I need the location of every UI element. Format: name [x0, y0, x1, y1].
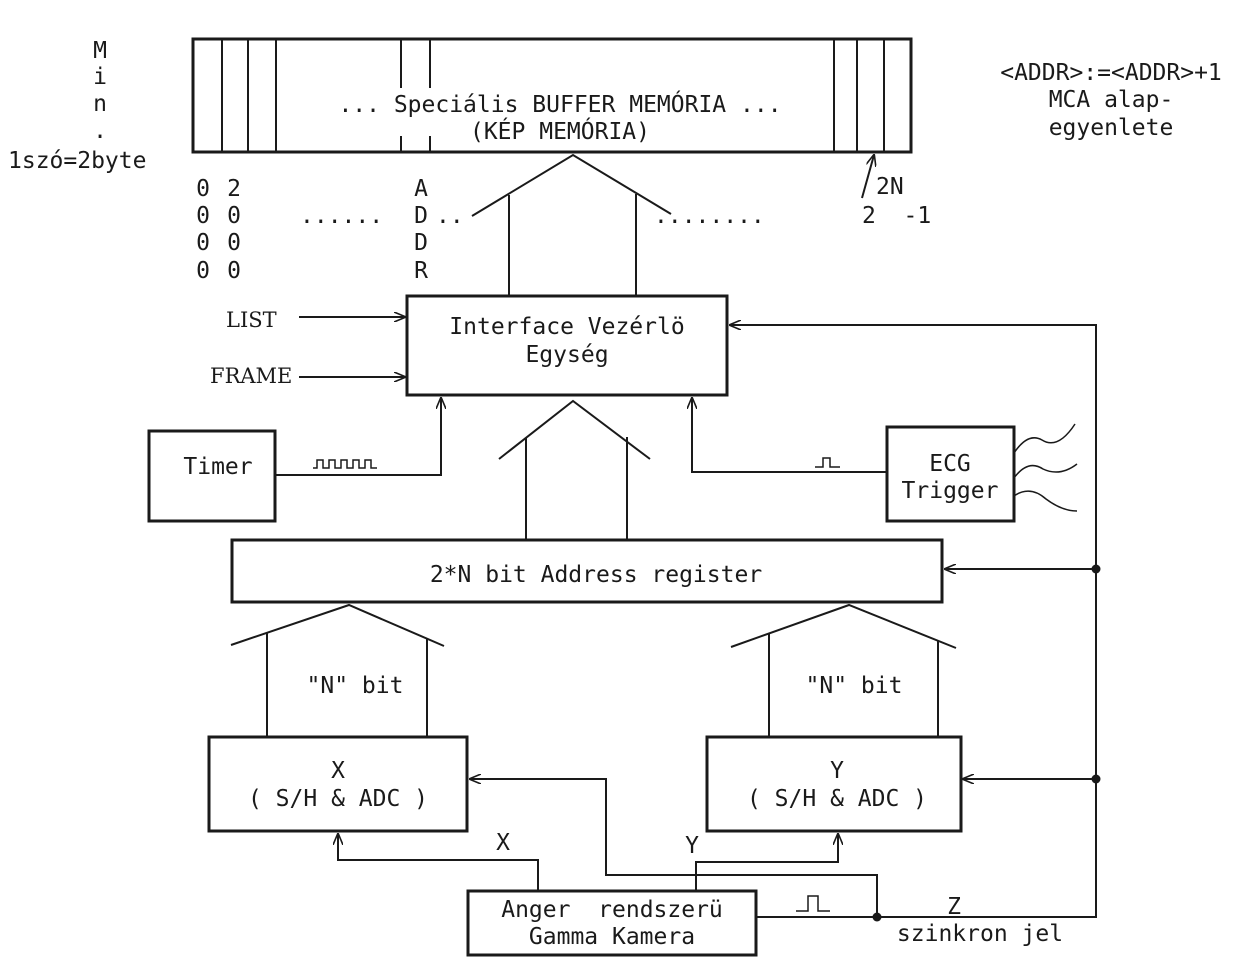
- address-register: 2*N bit Address register: [230, 538, 944, 604]
- n-bit-label: "N" bit: [806, 673, 903, 699]
- bus-x-to-register: "N" bit: [230, 603, 445, 737]
- mca-equation: <ADDR>:=<ADDR>+1 MCA alap- egyenlete: [1000, 60, 1222, 141]
- addr-digit: 0: [196, 258, 210, 284]
- addr-letter: A: [414, 176, 428, 202]
- timer-label: Timer: [183, 454, 252, 480]
- addr-dots-mid: ..: [436, 203, 464, 229]
- addr-digit: 0: [227, 258, 241, 284]
- list-input-label: LIST: [226, 308, 277, 332]
- x-signal-line: [338, 834, 539, 891]
- interface-subtitle: Egység: [525, 342, 608, 368]
- bus-y-to-register: "N" bit: [730, 603, 957, 737]
- bus-register-to-interface: [498, 399, 651, 540]
- y-adc-title: Y: [830, 758, 844, 784]
- y-signal-label: Y: [685, 833, 699, 859]
- camera-title: Anger rendszerü: [501, 897, 723, 923]
- clock-pulse-icon: [313, 459, 377, 469]
- ecg-line: [692, 398, 887, 473]
- interface-unit: Interface Vezérlö Egység: [405, 294, 729, 397]
- y-signal-line: [695, 834, 838, 891]
- equation-line: <ADDR>:=<ADDR>+1: [1000, 60, 1222, 86]
- addr-end-exponent: 2N: [876, 174, 904, 200]
- ecg-electrode-wire: [1013, 463, 1078, 479]
- addr-digit: 0: [227, 203, 241, 229]
- addr-digit: 2: [227, 176, 241, 202]
- z-sync-signal: Z szinkron jel: [470, 325, 1101, 947]
- bus-interface-to-memory: [471, 153, 672, 296]
- z-signal-label: Z: [947, 894, 961, 920]
- junction-dot: [1091, 774, 1101, 784]
- frame-input-label: FRAME: [210, 364, 292, 388]
- memory-title: ... Speciális BUFFER MEMÓRIA ...: [338, 90, 781, 118]
- side-letter: M: [93, 38, 107, 64]
- addr-end-value: 2 -1: [862, 203, 931, 229]
- addr-letter: D: [414, 230, 428, 256]
- word-size-note: 1szó=2byte: [8, 148, 146, 174]
- sync-label: szinkron jel: [897, 921, 1063, 947]
- x-signal-label: X: [496, 830, 510, 856]
- n-bit-label: "N" bit: [307, 673, 404, 699]
- x-adc-block: X ( S/H & ADC ): [207, 735, 469, 833]
- y-adc-subtitle: ( S/H & ADC ): [747, 786, 927, 812]
- camera-subtitle: Gamma Kamera: [529, 924, 695, 950]
- junction-dot: [872, 912, 882, 922]
- x-adc-subtitle: ( S/H & ADC ): [248, 786, 428, 812]
- memory-side-label: M i n . 1szó=2byte: [8, 38, 146, 174]
- ecg-trigger-block: ECG Trigger: [692, 398, 1078, 523]
- side-letter: i: [93, 64, 107, 90]
- gamma-camera-block: Anger rendszerü Gamma Kamera: [466, 889, 758, 957]
- side-letter: .: [93, 118, 107, 144]
- timer-line: [276, 398, 441, 476]
- equation-line: egyenlete: [1049, 115, 1174, 141]
- addr-digit: 0: [196, 203, 210, 229]
- addr-dots-left: ......: [300, 203, 383, 229]
- buffer-memory: ... Speciális BUFFER MEMÓRIA ... (KÉP ME…: [191, 37, 913, 154]
- addr-dots-right: ........: [654, 203, 765, 229]
- y-adc-block: Y ( S/H & ADC ): [705, 735, 963, 833]
- addr-letter: R: [414, 258, 428, 284]
- sync-pulse-icon: [796, 895, 830, 912]
- timer-block: Timer: [147, 398, 441, 523]
- addr-letter: D: [414, 203, 428, 229]
- ecg-electrode-wire: [1013, 423, 1076, 454]
- memory-subtitle: (KÉP MEMÓRIA): [470, 117, 650, 145]
- equation-line: MCA alap-: [1049, 87, 1174, 113]
- ecg-label: ECG: [929, 451, 971, 477]
- addr-digit: 0: [227, 230, 241, 256]
- addr-digit: 0: [196, 230, 210, 256]
- address-register-label: 2*N bit Address register: [430, 562, 762, 588]
- ecg-electrode-wire: [1013, 490, 1078, 512]
- x-adc-title: X: [331, 758, 345, 784]
- junction-dot: [1091, 564, 1101, 574]
- sync-to-x-adc: [470, 779, 878, 917]
- address-digits: 0 0 0 0 2 0 0 0 A D D R ...... .. ......…: [196, 155, 931, 284]
- side-letter: n: [93, 91, 107, 117]
- interface-title: Interface Vezérlö: [449, 314, 684, 340]
- addr-end-arrow: [861, 155, 874, 199]
- sync-bus-line: [730, 325, 1097, 918]
- ecg-pulse-icon: [815, 457, 840, 468]
- trigger-label: Trigger: [902, 478, 999, 504]
- addr-digit: 0: [196, 176, 210, 202]
